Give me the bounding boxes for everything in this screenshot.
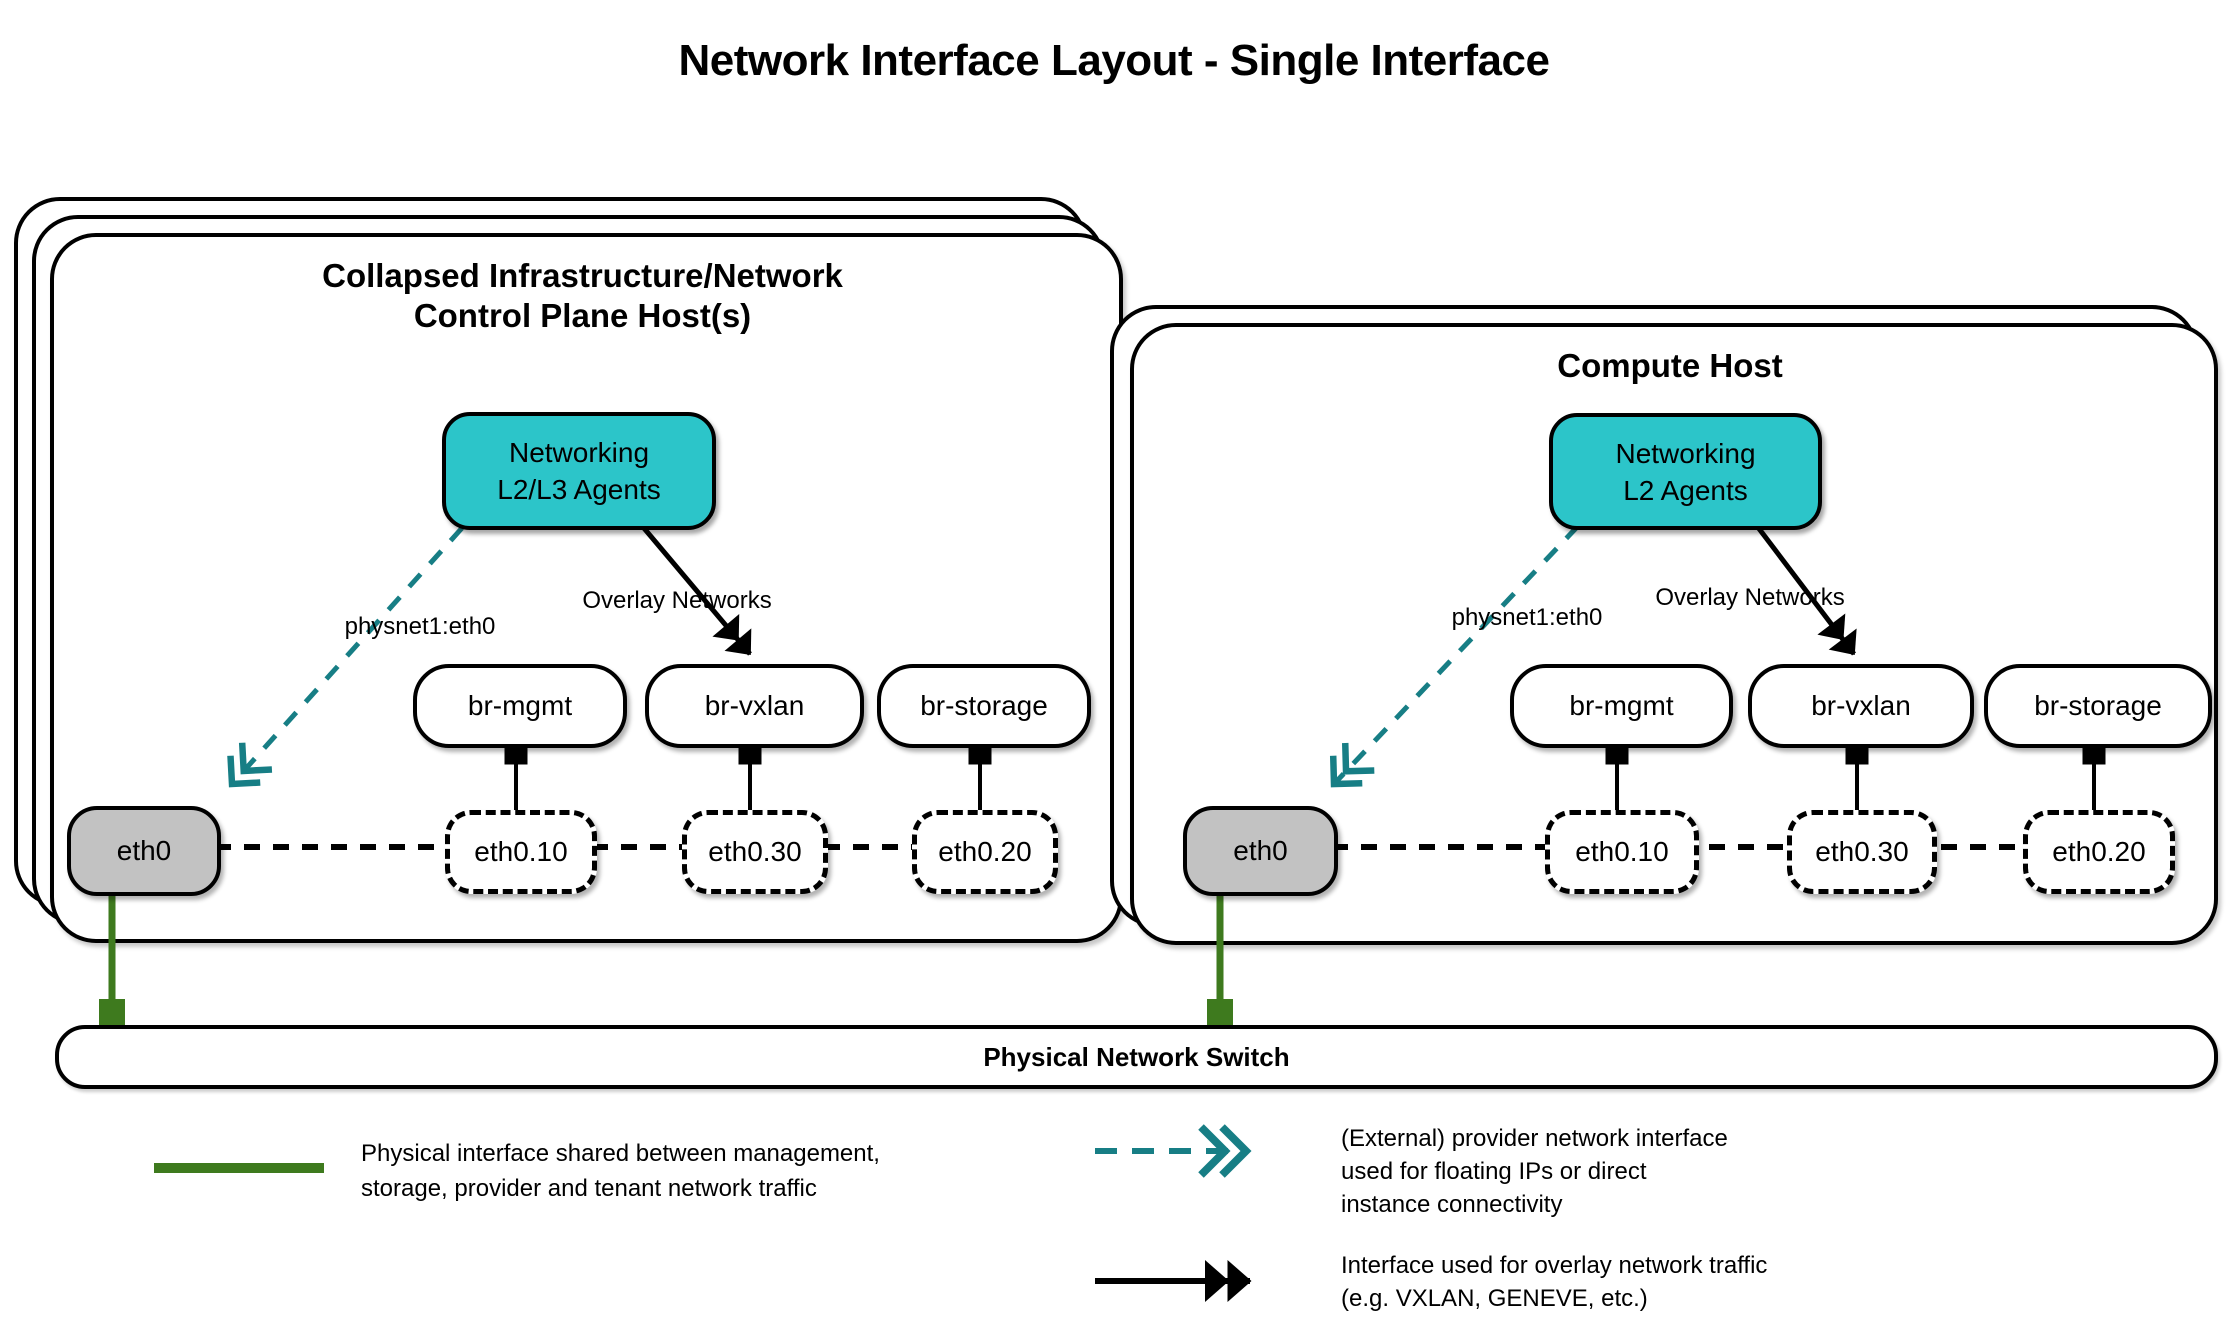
provider-network-arrow-right	[1329, 524, 1580, 788]
overlay-network-arrow-right	[1755, 524, 1857, 656]
overlay-network-arrow-left	[641, 525, 752, 656]
bridge-vlan-connectors-left	[504, 739, 992, 812]
bridge-vlan-connectors-right	[1605, 739, 2106, 812]
physical-link-left	[99, 884, 125, 1027]
provider-network-arrow-left	[227, 526, 464, 788]
physical-link-right	[1207, 884, 1233, 1027]
